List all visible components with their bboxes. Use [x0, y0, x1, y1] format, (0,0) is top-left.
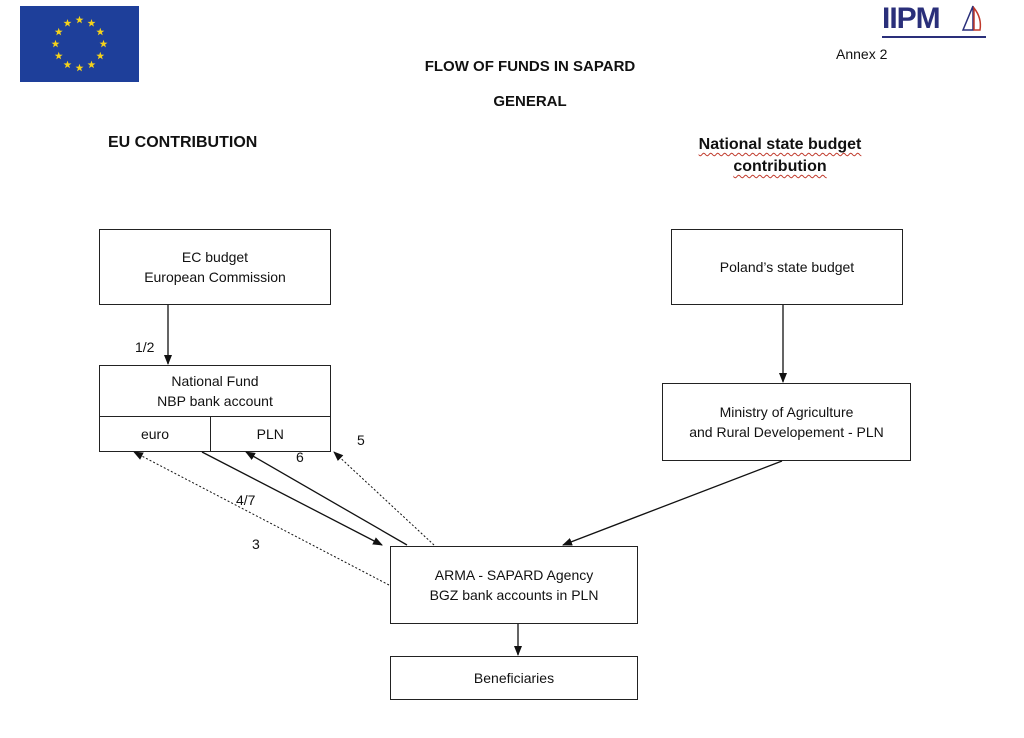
eu-contribution-heading: EU CONTRIBUTION	[108, 134, 258, 151]
eu-flag-logo	[20, 6, 139, 82]
flag-star	[51, 39, 60, 48]
pln-account-box: PLN	[209, 415, 331, 452]
arrow-arma-to-pln-dotted	[333, 451, 435, 546]
flow-label-4-7: 4/7	[236, 492, 256, 508]
flag-star	[96, 27, 105, 36]
flow-label-6: 6	[296, 449, 304, 465]
arrow-ministry-to-arma	[562, 460, 783, 546]
flag-star	[63, 19, 72, 27]
diagram-title: FLOW OF FUNDS IN SAPARD	[424, 58, 636, 75]
iipm-logo: IIPM	[874, 0, 998, 48]
sail-icon	[961, 5, 982, 31]
logo-underline	[882, 36, 986, 38]
annex-label: Annex 2	[836, 46, 888, 62]
flag-star	[96, 51, 105, 60]
ec-budget-box: EC budget European Commission	[99, 229, 331, 305]
arma-sapard-agency-box: ARMA - SAPARD Agency BGZ bank accounts i…	[390, 546, 638, 624]
flow-label-5: 5	[357, 432, 365, 448]
flow-label-3: 3	[252, 536, 260, 552]
euro-account-box: euro	[99, 415, 211, 452]
arrow-arma-to-pln	[245, 451, 408, 546]
flag-star	[75, 15, 84, 24]
arrow-arma-to-euro-dotted	[133, 451, 390, 586]
poland-state-budget-box: Poland’s state budget	[671, 229, 903, 305]
flag-star	[99, 39, 108, 48]
national-fund-box: National Fund NBP bank account	[99, 365, 331, 417]
flag-star	[75, 63, 84, 72]
arrow-euro-to-arma	[201, 451, 383, 546]
flag-star	[87, 19, 96, 27]
flag-star	[54, 27, 63, 36]
flag-star	[63, 60, 72, 69]
logo-text: IIPM	[882, 2, 941, 35]
flag-star	[54, 51, 63, 60]
beneficiaries-box: Beneficiaries	[390, 656, 638, 700]
flow-label-1-2: 1/2	[135, 339, 155, 355]
flag-star	[87, 60, 96, 69]
national-contribution-heading: National state budget contribution	[698, 136, 862, 175]
diagram-subtitle: GENERAL	[493, 93, 567, 110]
ministry-agriculture-box: Ministry of Agriculture and Rural Develo…	[662, 383, 911, 461]
